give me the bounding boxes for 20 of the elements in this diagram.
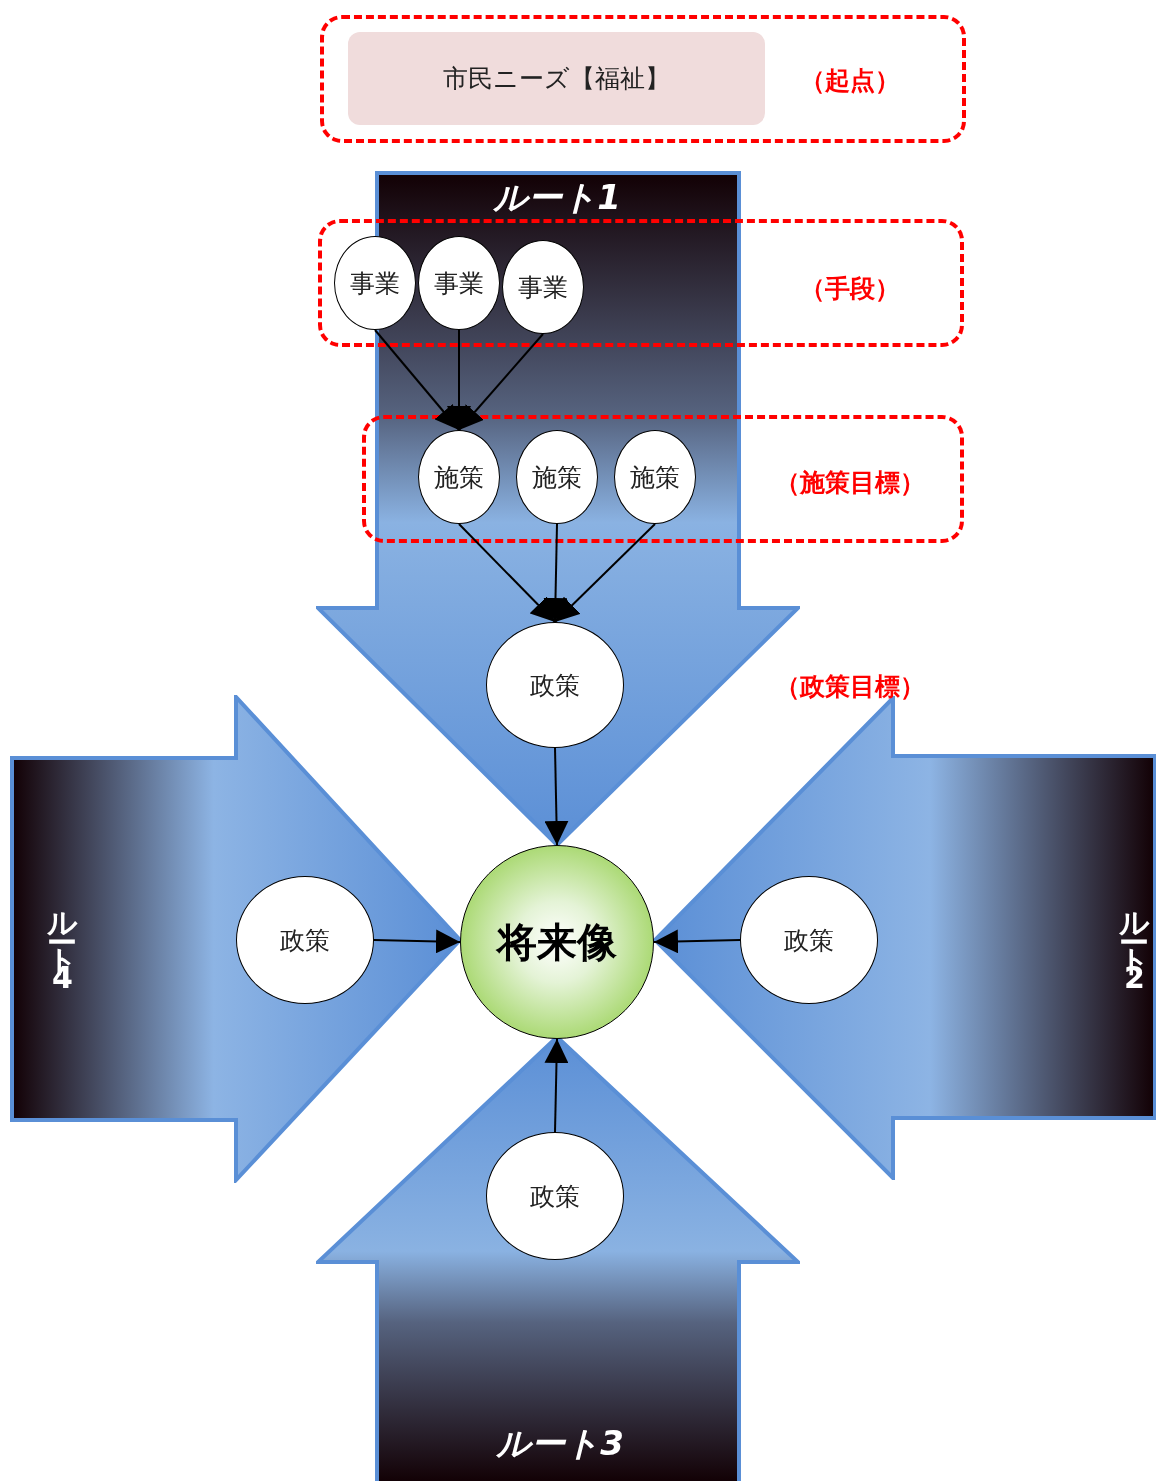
stage-label: （起点） (800, 64, 900, 97)
arrow (554, 523, 656, 623)
stage-label: （施策目標） (775, 466, 925, 499)
arrow (543, 523, 568, 623)
goal-circle: 将来像 (460, 845, 654, 1039)
route-label: ルート2 (1119, 891, 1149, 995)
route-label: ルート3 (496, 1426, 624, 1460)
route-label: ルート1 (493, 180, 621, 214)
stage-label: （手段） (800, 272, 900, 305)
route-label: ルート4 (47, 891, 77, 995)
arrow (458, 333, 544, 431)
stage-label: （政策目標） (775, 670, 925, 703)
arrow (447, 329, 471, 431)
arrow (458, 523, 556, 623)
needs-box: 市民ニーズ【福祉】 (348, 32, 765, 125)
arrow (373, 929, 461, 954)
arrow (544, 1038, 569, 1133)
arrow (653, 929, 741, 954)
arrow (544, 747, 569, 846)
policy-circle: 事業 (334, 236, 416, 330)
